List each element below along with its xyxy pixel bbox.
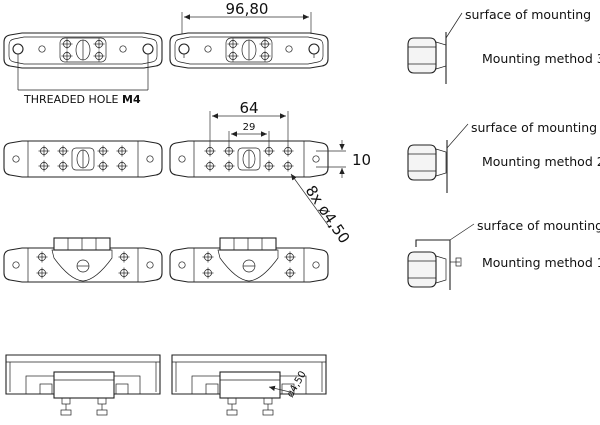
screw-diameter-value: ø4,50 [285,369,309,399]
mounting-2-surface-label: surface of mounting [471,120,597,135]
rear-view-right [170,141,328,177]
threaded-hole-size: M4 [122,93,141,106]
threaded-hole-label: THREADED HOLE M4 [23,93,141,106]
hole-spacing-outer-value: 64 [239,99,258,117]
mounting-2-lamp [407,144,447,181]
dimension-overall-width: 96,80 [181,0,312,34]
mounting-3-lamp [407,37,447,74]
mounting-1-surface-label: surface of mounting [477,218,600,233]
hole-spacing-inner-value: 29 [243,122,256,133]
dimension-hole-spacing-inner: 29 [228,122,270,146]
mounting-1-lamp [407,251,447,288]
hole-count-diameter: 8x ø4,50 [302,182,354,247]
mounting-method-2: surface of mounting Mounting method 2 [407,120,600,193]
mounting-method-3: surface of mounting Mounting method 3 [407,7,600,84]
side-view-left [5,354,161,416]
threaded-hole-callout: THREADED HOLE M4 [17,58,149,106]
mounting-3-method-label: Mounting method 3 [482,51,600,66]
bracket-view-right [170,238,328,282]
rear-view-left [4,141,162,177]
top-view-right [170,33,328,68]
dimension-hole-spacing-outer: 64 [209,99,289,146]
bracket-view-left [4,238,162,282]
mounting-method-1: surface of mounting Mounting method 1 [407,218,600,290]
mounting-1-method-label: Mounting method 1 [482,255,600,270]
threaded-hole-prefix: THREADED HOLE [23,93,122,106]
dimension-height: 10 [316,140,371,178]
mounting-2-method-label: Mounting method 2 [482,154,600,169]
height-value: 10 [352,151,371,169]
mounting-3-surface-label: surface of mounting [465,7,591,22]
overall-width-value: 96,80 [226,0,269,18]
hole-diameter-callout: 8x ø4,50 [290,173,354,247]
top-view-left [4,33,162,68]
